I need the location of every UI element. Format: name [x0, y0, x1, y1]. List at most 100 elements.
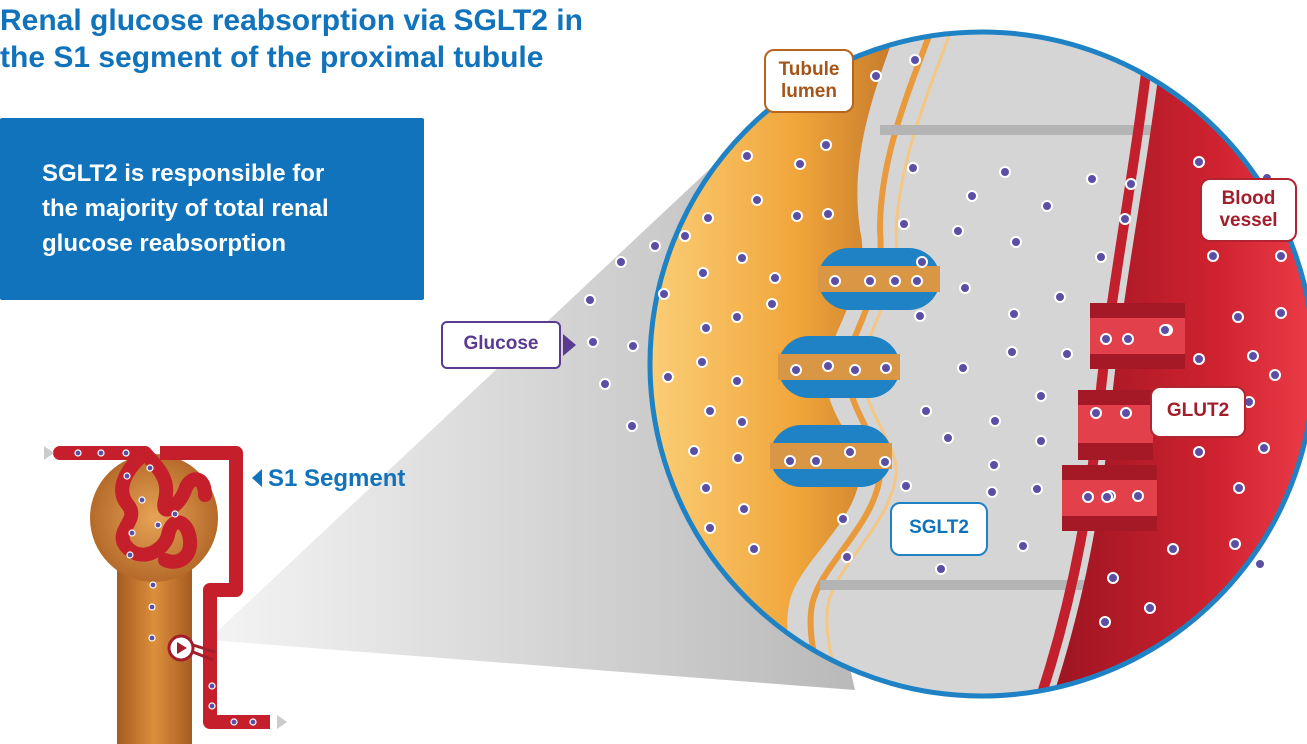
info-box: SGLT2 is responsible for the majority of…	[0, 118, 424, 300]
glucose-molecule	[1035, 435, 1047, 447]
glucose-molecule	[599, 378, 611, 390]
glucose-molecule	[748, 543, 760, 555]
magnified-view-border	[647, 29, 1307, 699]
efferent-arteriole	[160, 446, 270, 729]
glucose-molecule	[966, 190, 978, 202]
glucose-molecule	[138, 496, 146, 504]
title-line-2: the S1 segment of the proximal tubule	[0, 41, 544, 74]
glucose-molecule	[1275, 307, 1287, 319]
outflow-arrow-icon	[277, 715, 287, 729]
glucose-molecule	[911, 275, 923, 287]
glucose-molecule	[126, 551, 134, 559]
glucose-molecule	[766, 298, 778, 310]
glucose-molecule	[784, 455, 796, 467]
glucose-molecule	[738, 503, 750, 515]
glucose-molecule	[1275, 250, 1287, 262]
glucose-molecule	[1010, 236, 1022, 248]
glucose-molecule	[1061, 348, 1073, 360]
glucose-molecule	[584, 294, 596, 306]
glucose-molecule	[249, 718, 257, 726]
glucose-molecule	[1054, 291, 1066, 303]
tubule-lumen-label-line-1: Tubule	[778, 59, 840, 80]
glucose-molecule	[999, 166, 1011, 178]
blood-vessel-label-line-2: vessel	[1219, 210, 1278, 231]
glucose-label: Glucose	[441, 321, 561, 369]
glucose-molecule	[731, 375, 743, 387]
glucose-pointer-icon	[563, 334, 576, 356]
info-line-3: glucose reabsorption	[42, 230, 287, 257]
diagram-title: Renal glucose reabsorption via SGLT2 in …	[0, 2, 583, 76]
cell-junction-bottom	[820, 580, 1090, 590]
glucose-molecule	[736, 252, 748, 264]
glucose-molecule	[1229, 538, 1241, 550]
glucose-molecule	[1132, 490, 1144, 502]
glucose-molecule	[1247, 350, 1259, 362]
glucose-molecule	[916, 256, 928, 268]
info-line-2: the majority of total renal	[42, 195, 329, 222]
glucose-molecule	[988, 459, 1000, 471]
glucose-molecule	[128, 529, 136, 537]
glucose-molecule	[822, 360, 834, 372]
glucose-molecule	[900, 480, 912, 492]
glucose-molecule	[794, 158, 806, 170]
glucose-molecule	[1101, 491, 1113, 503]
glucose-molecule	[1035, 390, 1047, 402]
glucose-molecule	[844, 446, 856, 458]
glucose-molecule	[1017, 540, 1029, 552]
glucose-molecule	[935, 563, 947, 575]
glucose-molecule	[1193, 446, 1205, 458]
glucose-molecule	[989, 415, 1001, 427]
glut2-label: GLUT2	[1150, 386, 1246, 438]
glucose-molecule	[820, 139, 832, 151]
glucose-molecule	[700, 482, 712, 494]
glucose-molecule	[731, 311, 743, 323]
glucose-molecule	[880, 362, 892, 374]
info-text: SGLT2 is responsible for the majority of…	[42, 156, 329, 261]
blood-vessel-label-line-1: Blood	[1221, 188, 1276, 209]
apical-membrane	[807, 32, 938, 696]
glucose-molecule	[1107, 572, 1119, 584]
glucose-molecule	[679, 230, 691, 242]
glucose-molecule	[697, 267, 709, 279]
glucose-molecule	[751, 194, 763, 206]
glucose-molecule	[864, 275, 876, 287]
glucose-molecule	[148, 603, 156, 611]
s1-segment-pointer-icon	[252, 469, 262, 487]
glucose-molecule	[829, 275, 841, 287]
glucose-molecule	[1100, 333, 1112, 345]
glucose-molecule	[1258, 442, 1270, 454]
glucose-molecule	[688, 445, 700, 457]
glucose-molecule	[1099, 616, 1111, 628]
glucose-molecule	[1090, 407, 1102, 419]
glucose-molecule	[907, 162, 919, 174]
glucose-molecule	[909, 54, 921, 66]
glucose-molecule	[1269, 369, 1281, 381]
glucose-molecule	[732, 452, 744, 464]
glucose-molecule	[736, 416, 748, 428]
glucose-molecule	[914, 310, 926, 322]
glucose-molecule	[1082, 491, 1094, 503]
glucose-molecule	[1233, 482, 1245, 494]
glucose-molecule	[123, 472, 131, 480]
glucose-molecule	[148, 634, 156, 642]
glucose-molecule	[1095, 251, 1107, 263]
glucose-molecule	[662, 371, 674, 383]
glucose-molecule	[146, 464, 154, 472]
nephron-illustration	[44, 446, 287, 744]
glucose-molecule	[696, 356, 708, 368]
glucose-molecule	[1125, 178, 1137, 190]
glucose-molecule	[889, 275, 901, 287]
glucose-molecule	[822, 208, 834, 220]
glucose-molecule	[97, 449, 105, 457]
glucose-molecule	[942, 432, 954, 444]
sglt2-transporter-2	[778, 336, 900, 398]
glucose-molecule	[1006, 346, 1018, 358]
glucose-molecule	[841, 551, 853, 563]
glucose-molecule	[952, 225, 964, 237]
tubule-lumen-label: Tubule lumen	[764, 49, 854, 113]
glucose-molecule	[627, 340, 639, 352]
glucose-molecule	[1193, 156, 1205, 168]
glucose-molecule	[1144, 602, 1156, 614]
glucose-molecule	[1207, 250, 1219, 262]
